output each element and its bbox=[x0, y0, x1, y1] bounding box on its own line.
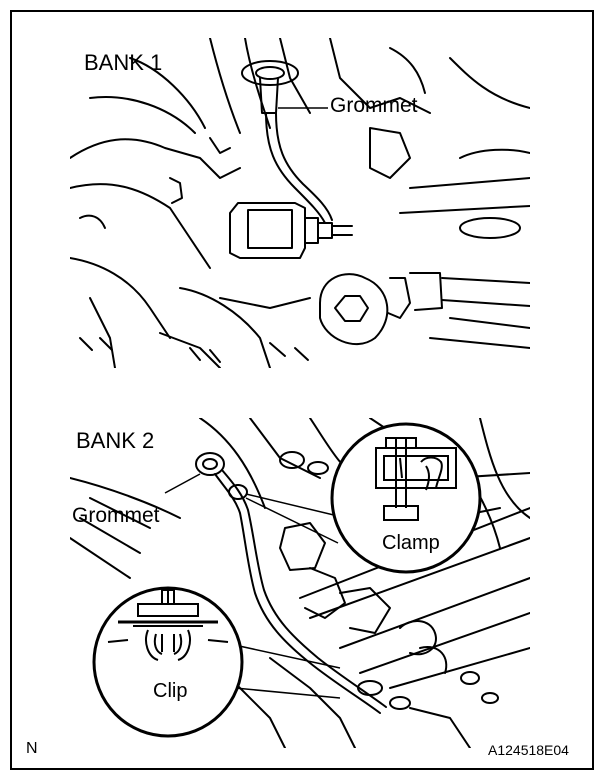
bank2-clip-leader-top bbox=[229, 643, 341, 669]
bank2-grommet-label: Grommet bbox=[72, 504, 160, 527]
bank2-clip-leader-bottom bbox=[234, 687, 341, 699]
bank1-drawing bbox=[70, 38, 530, 368]
bank1-grommet-label: Grommet bbox=[330, 94, 418, 117]
bank2-clamp-leader-bottom bbox=[245, 497, 339, 544]
clamp-detail-circle bbox=[330, 422, 482, 574]
clamp-label: Clamp bbox=[380, 532, 442, 555]
clip-detail-circle bbox=[92, 586, 244, 738]
bank2-title: BANK 2 bbox=[76, 428, 155, 453]
clip-label: Clip bbox=[151, 680, 190, 703]
bank1-title: BANK 1 bbox=[84, 50, 163, 75]
bank2-clamp-leader-top bbox=[245, 493, 339, 517]
clip-icon bbox=[107, 589, 229, 661]
clamp-icon bbox=[375, 437, 457, 521]
figure-code: A124518E04 bbox=[488, 742, 569, 758]
corner-mark: N bbox=[26, 740, 38, 757]
bank1-illustration bbox=[70, 38, 530, 368]
bank2-grommet-leader bbox=[164, 473, 201, 494]
